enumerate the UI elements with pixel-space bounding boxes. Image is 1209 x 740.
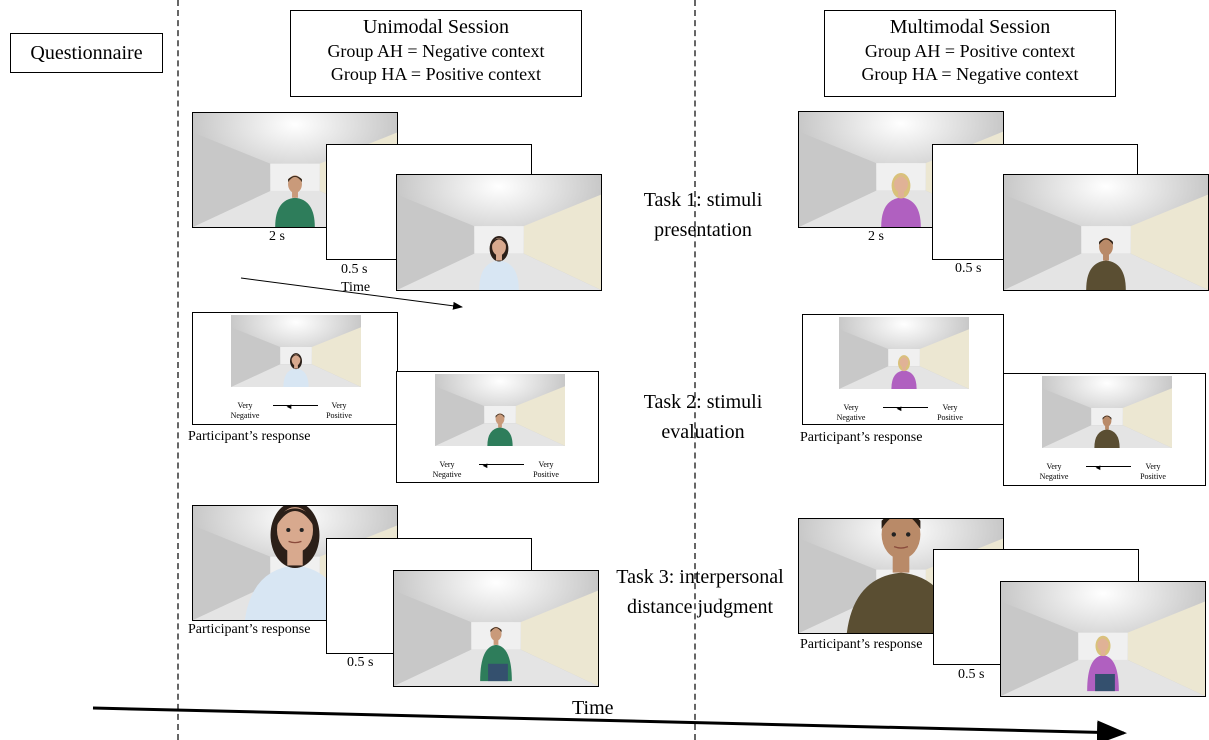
- participant-response-label: Participant’s response: [188, 622, 311, 637]
- scene-frame: [435, 374, 565, 446]
- participant-response-label: Participant’s response: [188, 429, 311, 444]
- multimodal-session-box: Multimodal Session Group AH = Positive c…: [824, 10, 1116, 97]
- questionnaire-label: Questionnaire: [30, 41, 143, 64]
- scene-frame: [1000, 581, 1206, 697]
- slider-marker-icon: ◄: [285, 402, 293, 411]
- task3-line1: Task 3: interpersonal: [616, 566, 784, 588]
- rating-slider-track: [479, 464, 524, 465]
- task3-label: Task 3: interpersonal distance judgment: [598, 562, 802, 622]
- multimodal-line2: Group HA = Negative context: [861, 64, 1079, 84]
- task2-label: Task 2: stimuli evaluation: [618, 387, 788, 447]
- multimodal-line1: Group AH = Positive context: [864, 41, 1076, 61]
- duration-label: 0.5 s: [958, 667, 985, 682]
- duration-label: 2 s: [868, 229, 884, 244]
- scene-frame: [231, 315, 361, 387]
- slider-marker-icon: ◄: [1094, 463, 1102, 472]
- time-axis-label: Time: [572, 697, 614, 719]
- unimodal-line1: Group AH = Negative context: [327, 41, 545, 61]
- time-label-small: Time: [341, 280, 371, 295]
- unimodal-line2: Group HA = Positive context: [330, 64, 542, 84]
- task1-line1: Task 1: stimuli: [643, 189, 763, 211]
- scene-frame: [1042, 376, 1172, 448]
- time-axis-arrow: [92, 706, 1127, 740]
- task2-line2: evaluation: [661, 421, 745, 443]
- participant-response-label: Participant’s response: [800, 430, 923, 445]
- separator-line-right: [694, 0, 696, 740]
- duration-label: 0.5 s: [955, 261, 982, 276]
- scene-frame: [396, 174, 602, 291]
- task3-line2: distance judgment: [626, 596, 774, 618]
- participant-response-label: Participant’s response: [800, 637, 923, 652]
- questionnaire-box: Questionnaire: [10, 33, 163, 73]
- duration-label: 0.5 s: [341, 262, 368, 277]
- separator-line-left: [177, 0, 179, 740]
- scene-frame: [839, 317, 969, 389]
- task2-line1: Task 2: stimuli: [643, 391, 763, 413]
- slider-marker-icon: ◄: [481, 461, 489, 470]
- unimodal-session-box: Unimodal Session Group AH = Negative con…: [290, 10, 582, 97]
- task1-label: Task 1: stimuli presentation: [618, 185, 788, 245]
- rating-slider-track: [883, 407, 928, 408]
- slider-marker-icon: ◄: [895, 404, 903, 413]
- task1-line2: presentation: [654, 219, 752, 241]
- unimodal-title: Unimodal Session: [362, 16, 510, 38]
- multimodal-title: Multimodal Session: [889, 16, 1051, 38]
- rating-slider-track: [273, 405, 318, 406]
- duration-label: 0.5 s: [347, 655, 374, 670]
- scene-frame: [393, 570, 599, 687]
- time-arrow-small: [240, 277, 463, 310]
- rating-slider-track: [1086, 466, 1131, 467]
- duration-label: 2 s: [269, 229, 285, 244]
- scene-frame: [1003, 174, 1209, 291]
